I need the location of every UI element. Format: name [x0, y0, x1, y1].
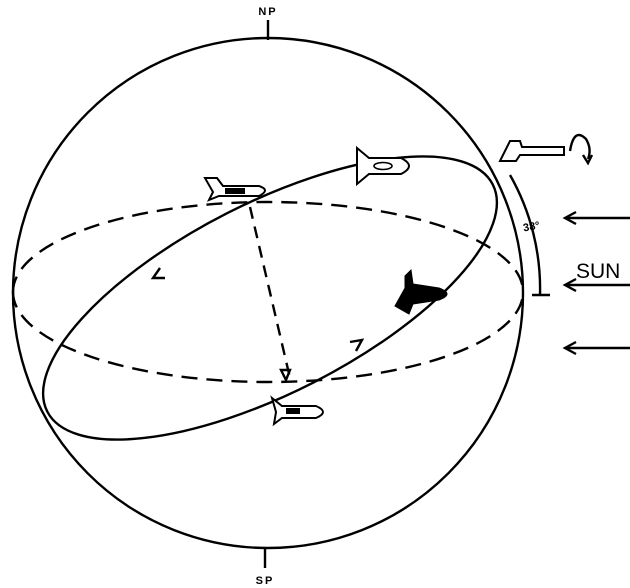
node-line: [248, 206, 292, 379]
equator-back: [11, 200, 525, 293]
shuttle-black: [394, 268, 448, 315]
sun-ray-top: [562, 210, 630, 226]
inclination-label: 38°: [522, 220, 540, 235]
shuttle-lower: [270, 395, 324, 427]
inclination-arc: [508, 174, 542, 296]
shuttle-upper-right: [356, 145, 410, 187]
equator-front: [11, 291, 525, 384]
node-marker: [279, 368, 292, 383]
shuttle-outside: [498, 133, 594, 166]
sun-label: SUN: [576, 260, 620, 283]
orbit-ellipse: [41, 155, 499, 441]
south-pole-label: SP: [256, 575, 275, 587]
orbit-arrow-lower: [349, 338, 365, 352]
shuttle-upper-left: [203, 177, 266, 202]
sun-ray-middle: [562, 277, 630, 293]
sun-ray-bottom: [562, 340, 630, 356]
orbit-arrow-upper: [150, 267, 165, 280]
north-pole-label: NP: [258, 6, 277, 18]
